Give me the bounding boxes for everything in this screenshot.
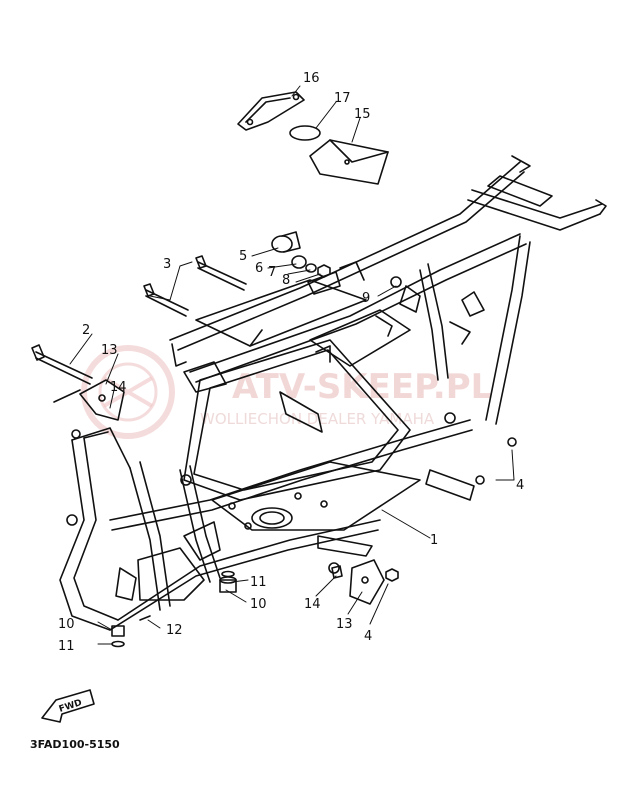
callout-10-left: 10 (58, 617, 75, 632)
callout-11-center: 11 (250, 575, 267, 590)
callout-13-left: 13 (101, 343, 118, 358)
callout-3: 3 (163, 257, 171, 272)
callout-17: 17 (334, 91, 351, 106)
callout-12: 12 (166, 623, 183, 638)
part-17-ring (289, 125, 321, 141)
part-13-bracket-right (331, 559, 385, 605)
callout-14-left: 14 (110, 380, 127, 395)
callout-5: 5 (239, 249, 247, 264)
frame-main (59, 155, 607, 631)
part-3-bolts (143, 255, 247, 317)
callout-8: 8 (282, 273, 290, 288)
fwd-arrow: FWD (41, 689, 95, 723)
callouts: 16 17 15 5 6 7 8 3 9 2 13 14 4 1 11 10 1… (58, 71, 524, 654)
part-2-bolt (31, 344, 93, 385)
part-13-bracket-left (53, 379, 125, 421)
callout-4-bottom: 4 (364, 629, 372, 644)
watermark: ATV-SKEEP.PL WOLLIECHON DEALER YAMAHA (81, 345, 492, 439)
part-6-collar (291, 255, 307, 269)
part-5-damper (271, 231, 301, 253)
watermark-main: ATV-SKEEP.PL (232, 367, 492, 407)
callout-6: 6 (255, 261, 263, 276)
watermark-sub: WOLLIECHON DEALER YAMAHA (200, 410, 435, 428)
callout-11-left: 11 (58, 639, 75, 654)
callout-9: 9 (362, 291, 370, 306)
leader-lines (69, 85, 515, 645)
callout-1: 1 (430, 533, 438, 548)
part-11-washer-lower (111, 640, 125, 648)
callout-10-center: 10 (250, 597, 267, 612)
callout-15: 15 (354, 107, 371, 122)
reference-code: 3FAD100-5150 (30, 738, 120, 751)
callout-13-right: 13 (336, 617, 353, 632)
part-11-washer (221, 570, 235, 578)
part-7-washer (305, 263, 317, 273)
callout-7: 7 (268, 265, 276, 280)
callout-4-right: 4 (516, 478, 524, 493)
part-12-bolt (139, 615, 151, 621)
callout-14-right: 14 (304, 597, 321, 612)
part-4-nut-right (385, 568, 399, 582)
callout-2: 2 (82, 323, 90, 338)
callout-16: 16 (303, 71, 320, 86)
part-16-cover (237, 91, 305, 131)
part-15-pouch (309, 139, 389, 185)
